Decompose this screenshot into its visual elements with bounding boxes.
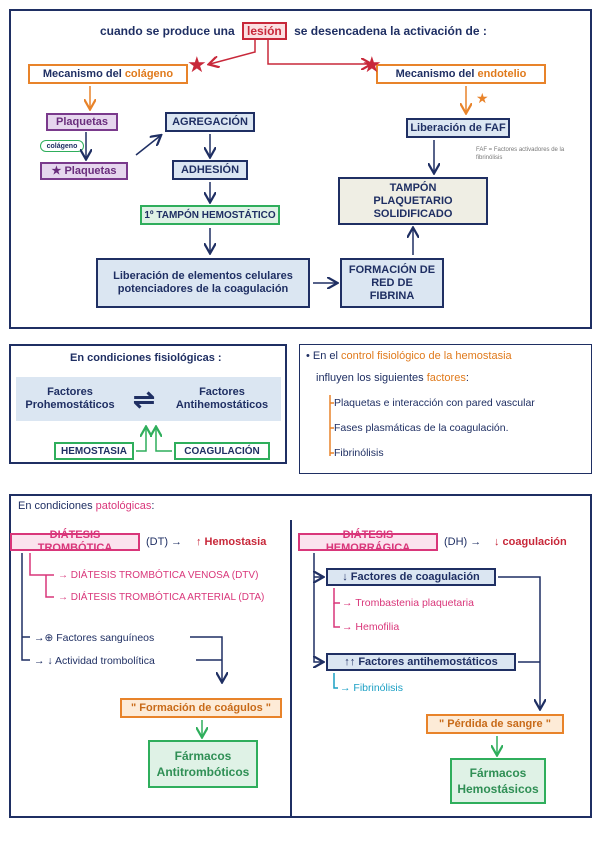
control-item: Plaquetas e interacción con pared vascul… [334,397,535,409]
lesion-box: lesión [242,22,287,40]
title-pre: cuando se produce una [100,24,235,38]
formacion-red-box: FORMACIÓN DE RED DE FIBRINA [340,258,444,308]
antihemostatic-label: Factores Antihemostáticos [175,386,269,411]
coagulacion-box: COAGULACIÓN [174,442,270,460]
control-line2: influyen los siguientes factores: [316,372,469,384]
perdida-sangre-box: " Pérdida de sangre " [426,714,564,734]
control-item: Fases plasmáticas de la coagulación. [334,422,509,434]
control-line2-colored: factores [426,372,466,384]
colageno-prefix: Mecanismo del [42,67,122,80]
adhesion-box: ADHESIÓN [172,160,248,180]
title-post: se desencadena la activación de : [294,24,487,38]
control-line1-colored: control fisiológico de la hemostasia [341,350,512,362]
endotelio-prefix: Mecanismo del [395,67,475,80]
control-line1-pre: • En el [306,350,338,362]
diatesis-trombotica-box: DIÁTESIS TROMBÓTICA [10,529,140,554]
liberacion-faf-box: Liberación de FAF [406,118,510,138]
dt-cause-actividad: → ↓ Actividad trombolítica [34,655,155,667]
equilibrium-icon: ⇌ [133,383,155,414]
plaquetas-box: Plaquetas [46,113,118,131]
faf-note: FAF = Factores activadores de la fibrinó… [476,147,565,161]
diatesis-hemorragica-box: DIÁTESIS HEMORRÁGICA [298,529,438,554]
antitromboticos-box: Fármacos Antitrombóticos [148,740,258,788]
star-icon: ★ [51,164,65,177]
panel-divider [290,520,292,818]
dt-effect: ↑ Hemostasia [196,536,267,548]
dt-arterial: → DIÁTESIS TROMBÓTICA ARTERIAL (DTA) [58,592,265,603]
pathological-heading-post: : [151,500,155,512]
dh-effect: ↓ coagulación [494,536,567,548]
top-title: cuando se produce una lesión se desencad… [100,22,487,40]
control-line1: • En el control fisiológico de la hemost… [306,350,512,362]
factores-antihemostaticos-box: ↑↑ Factores antihemostáticos [326,653,516,671]
dt-cause-factores: →⊕ Factores sanguíneos [34,632,155,644]
dh-fibrinolisis: → Fibrinólisis [340,682,404,694]
colageno-tag: colágeno [40,140,84,152]
dh-hemofilia: → Hemofilia [342,621,400,633]
dt-venosa: → DIÁTESIS TROMBÓTICA VENOSA (DTV) [58,570,259,581]
tampon-hemostatico-box: 1º TAMPÓN HEMOSTÁTICO [140,205,280,225]
star-icon: ★ [187,52,207,77]
factores-coagulacion-box: ↓ Factores de coagulación [326,568,496,586]
plaquetas-label: Plaquetas [64,164,117,177]
control-line2-post: : [465,372,469,384]
control-line2-pre: influyen los siguientes [316,372,424,384]
plaquetas-activated-box: ★ Plaquetas [40,162,128,180]
liberacion-elementos-box: Liberación de elementos celulares potenc… [96,258,310,308]
physiological-heading: En condiciones fisiológicas : [70,352,222,364]
pathological-heading: En condiciones patológicas: [18,500,154,512]
control-item: Fibrinólisis [334,447,384,459]
dt-symbol: (DT) → [146,536,183,548]
star-icon: ★ [476,90,489,106]
star-icon: ★ [362,52,382,77]
colageno-mechanism: Mecanismo del colágeno [28,64,188,84]
dh-trombastenia: → Trombastenia plaquetaria [342,597,474,609]
control-panel [299,344,592,474]
hemostasicos-box: Fármacos Hemostásicos [450,758,546,804]
agregacion-box: AGREGACIÓN [165,112,255,132]
endotelio-mechanism: Mecanismo del endotelio [376,64,546,84]
endotelio-word: endotelio [477,67,527,80]
tampon-solidificado-box: TAMPÓN PLAQUETARIO SOLIDIFICADO [338,177,488,225]
hemostasia-box: HEMOSTASIA [54,442,134,460]
pathological-heading-colored: patológicas [95,500,152,512]
balance-band [16,377,281,421]
formacion-coagulos-box: " Formación de coágulos " [120,698,282,718]
dh-symbol: (DH) → [444,536,482,548]
prohemostatic-label: Factores Prohemostáticos [25,386,115,411]
pathological-heading-pre: En condiciones [18,500,93,512]
colageno-word: colágeno [124,67,174,80]
